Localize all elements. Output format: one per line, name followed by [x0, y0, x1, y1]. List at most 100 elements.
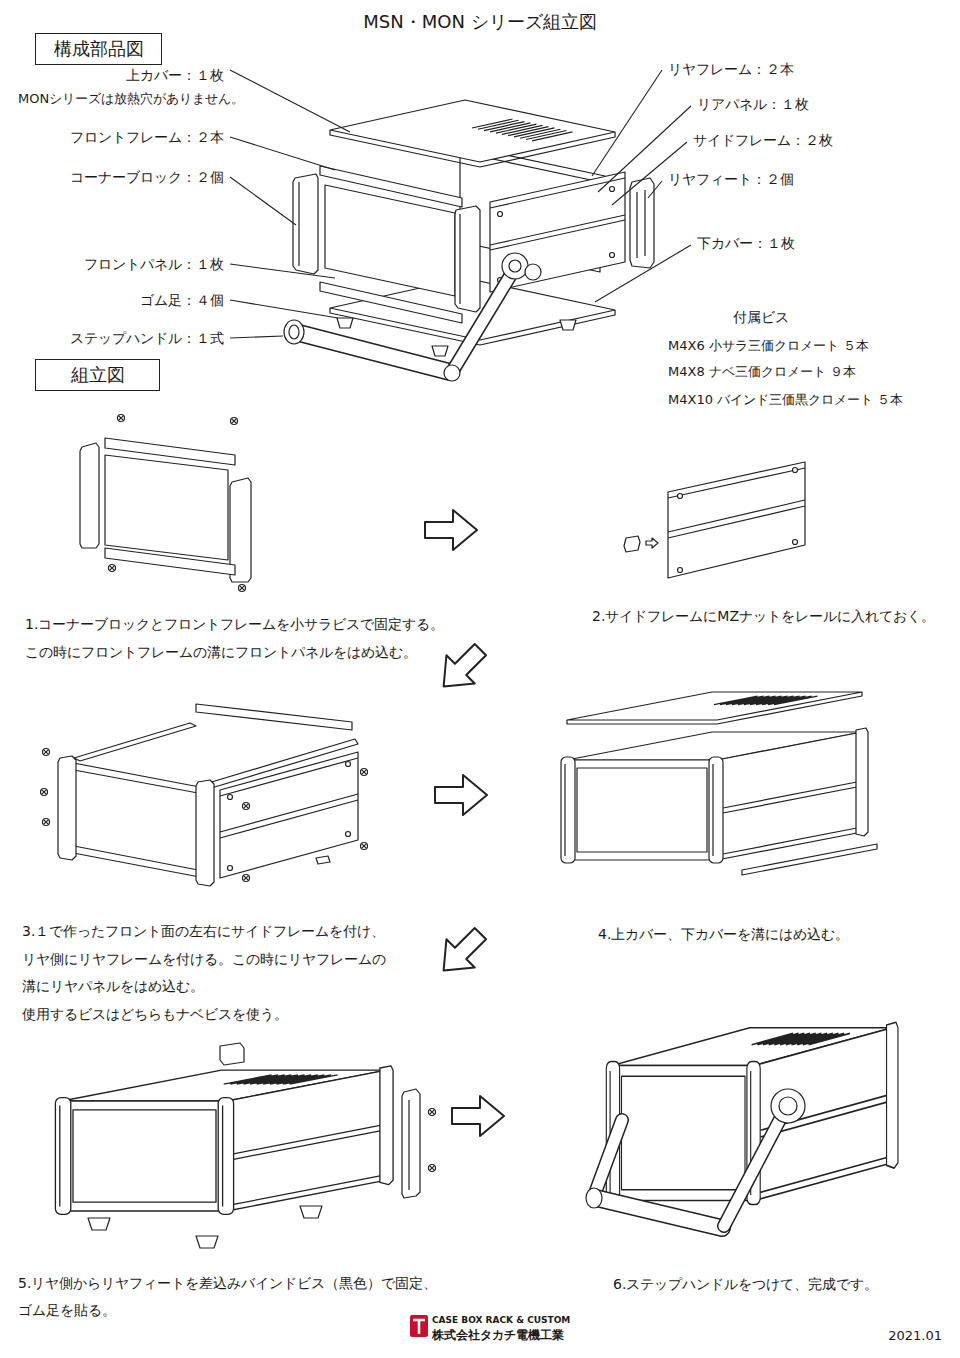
- part-label: サイドフレーム：２枚: [693, 131, 833, 150]
- step3-figure-part: [41, 789, 48, 796]
- part-label: リヤフィート：２個: [668, 170, 794, 189]
- leader-line-part: [648, 181, 662, 198]
- screw-spec: M4X10 バインド三価黒クロメート ５本: [668, 391, 903, 409]
- label-text: M4X6 小サラ三価クロメート ５本: [668, 338, 869, 353]
- heading-text: 構成部品図: [54, 37, 144, 61]
- exploded-view-part: [455, 206, 480, 312]
- screw-heading: 付属ビス: [733, 308, 789, 327]
- step3-figure-part: [220, 758, 358, 838]
- step5-figure-part: [224, 1075, 338, 1084]
- part-note: MONシリーズは放熱穴がありません。: [18, 90, 244, 108]
- step3-figure-part: [58, 756, 76, 860]
- step4-figure: [561, 692, 877, 875]
- part-label: コーナーブロック：２個: [70, 168, 224, 187]
- step3-figure-part: [220, 752, 358, 878]
- step3-figure-part: [346, 762, 351, 767]
- process-arrow: [425, 510, 504, 1136]
- exploded-view-part: [452, 268, 515, 372]
- step6-figure-part: [752, 1033, 850, 1044]
- step3-figure-part: [74, 723, 196, 761]
- exploded-view-part: [472, 119, 573, 141]
- step6-figure-part: [779, 1097, 797, 1115]
- leader-line-part: [230, 300, 338, 318]
- label-text: ステップハンドル：１式: [70, 330, 224, 346]
- step2-figure-part: [646, 538, 658, 548]
- step5-figure-part: [408, 1100, 409, 1190]
- label-text: CASE BOX RACK & CUSTOM: [432, 1315, 570, 1325]
- leader-line-part: [230, 264, 335, 278]
- step4-figure-part: [561, 728, 868, 863]
- label-text: 2.サイドフレームにMZナットをレールに入れておく。: [592, 608, 935, 624]
- step5-figure-part: [429, 1109, 436, 1116]
- step2-figure-part: [668, 468, 805, 538]
- label-text: 4.上カバー、下カバーを溝にはめ込む。: [598, 926, 849, 942]
- part-label: リヤフレーム：２本: [668, 60, 794, 79]
- step-caption: 2.サイドフレームにMZナットをレールに入れておく。: [592, 607, 935, 626]
- leader-line-part: [595, 245, 691, 302]
- step5-figure-part: [55, 1066, 393, 1215]
- step6-figure-part: [594, 1120, 622, 1196]
- step5-figure-part: [402, 1089, 420, 1198]
- label-text: コーナーブロック：２個: [70, 169, 224, 185]
- label-text: 株式会社タカチ電機工業: [432, 1328, 564, 1342]
- exploded-view-part: [295, 332, 450, 372]
- step3-figure-part: [43, 749, 50, 756]
- step4-figure-part-part: [714, 696, 818, 704]
- label-text: 付属ビス: [733, 309, 789, 325]
- step5-figure-part: [300, 1206, 322, 1218]
- company-name: 株式会社タカチ電機工業: [432, 1327, 564, 1343]
- step3-figure-part: [68, 762, 205, 878]
- label-text: ゴム足：４個: [140, 292, 224, 308]
- title-text: MSN・MON シリーズ組立図: [363, 11, 596, 32]
- exploded-view-part: [637, 190, 645, 258]
- step2-figure-part: [793, 540, 798, 545]
- step3-figure-part: [228, 866, 233, 871]
- exploded-view-part: [289, 325, 299, 339]
- step6-figure-part: [596, 1198, 722, 1228]
- step2-figure-part: [624, 536, 640, 552]
- exploded-view-part: [490, 172, 625, 292]
- step3-figure-part: [361, 769, 368, 776]
- label-text: リヤフィート：２個: [668, 171, 794, 187]
- process-arrow-part: [429, 919, 494, 984]
- step3-figure-part: [74, 770, 198, 870]
- part-label: リアパネル：１枚: [697, 95, 809, 114]
- exploded-view-part: [459, 214, 460, 304]
- step4-figure-part-part: [567, 692, 862, 724]
- exploded-view-part: [337, 318, 353, 328]
- step6-figure-part: [724, 1108, 786, 1226]
- label-text: 2021.01: [888, 1328, 942, 1343]
- exploded-view-part: [432, 346, 448, 356]
- step5-figure: [55, 1043, 435, 1248]
- date-stamp: 2021.01: [888, 1327, 942, 1345]
- process-arrow-part: [452, 1096, 504, 1136]
- exploded-view-part: [560, 320, 576, 330]
- exploded-view-part: [502, 253, 528, 279]
- exploded-view-part: [610, 253, 615, 258]
- step1-figure: [80, 415, 251, 592]
- step6-figure-part: [724, 1108, 786, 1226]
- step4-figure-part-part: [567, 692, 862, 720]
- exploded-view-part: [452, 268, 515, 372]
- label-text: 5.リヤ側からリヤフィートを差込みバインドビス（黒色）で固定、 ゴム足を貼る。: [18, 1275, 437, 1318]
- step1-figure-part: [105, 548, 235, 575]
- step6-figure-part: [594, 1120, 622, 1196]
- exploded-view-part: [293, 174, 318, 274]
- step5-figure-part: [88, 1218, 110, 1230]
- heading-text: 組立図: [71, 363, 125, 387]
- step6-figure-part: [586, 1188, 602, 1208]
- exploded-view-part: [610, 187, 615, 192]
- step3-figure: [41, 704, 368, 886]
- process-arrow-part: [435, 775, 487, 815]
- section-heading-box: 構成部品図: [35, 33, 162, 65]
- part-label: ステップハンドル：１式: [70, 329, 224, 348]
- exploded-view-part: [630, 178, 654, 268]
- exploded-view-part: [498, 212, 503, 217]
- step-caption: 3.１で作ったフロント面の左右にサイドフレームを付け、 リヤ側にリヤフレームを付…: [22, 918, 422, 1028]
- step2-figure-part: [668, 462, 805, 578]
- leader-line-part: [230, 177, 296, 225]
- step1-figure-part: [118, 415, 125, 422]
- exploded-view-part: [320, 282, 462, 323]
- step3-figure-part: [43, 819, 50, 826]
- step4-figure-part: [567, 692, 862, 724]
